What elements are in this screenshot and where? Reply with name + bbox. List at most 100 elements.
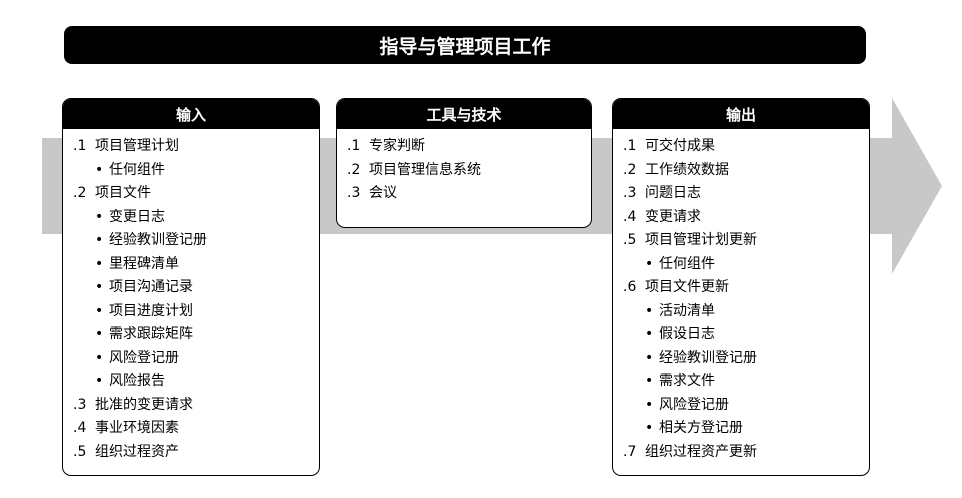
- bullet-icon: •: [645, 420, 654, 436]
- sub-list-item: • 风险报告: [73, 370, 319, 394]
- sub-list-item: • 经验教训登记册: [73, 229, 319, 253]
- item-label: 假设日志: [659, 326, 715, 342]
- bullet-icon: •: [645, 396, 654, 413]
- item-label: 可交付成果: [645, 138, 715, 154]
- bullet-icon: •: [95, 373, 104, 389]
- sub-list-item: • 需求文件: [623, 370, 869, 394]
- bullet-icon: •: [645, 255, 654, 272]
- sub-list-item: • 任何组件: [73, 159, 319, 183]
- list-item: .5 组织过程资产: [73, 441, 319, 465]
- item-label: 项目沟通记录: [109, 279, 193, 295]
- bullet-icon: •: [95, 208, 104, 225]
- item-number: .1: [347, 138, 361, 154]
- item-label: 批准的变更请求: [95, 396, 193, 413]
- tools-list: .1 专家判断 .2 项目管理信息系统 .3 会议: [337, 129, 591, 206]
- item-label: 风险登记册: [659, 396, 729, 413]
- list-item: .2 项目管理信息系统: [347, 159, 591, 183]
- item-label: 需求文件: [659, 373, 715, 389]
- item-label: 相关方登记册: [659, 420, 743, 436]
- sub-list-item: • 风险登记册: [73, 347, 319, 371]
- sub-list-item: • 活动清单: [623, 300, 869, 324]
- item-label: 专家判断: [369, 138, 425, 154]
- bullet-icon: •: [645, 302, 654, 319]
- item-number: .1: [623, 138, 637, 154]
- item-number: .5: [73, 443, 87, 460]
- item-label: 组织过程资产: [95, 443, 179, 460]
- item-label: 项目文件更新: [645, 279, 729, 295]
- item-label: 活动清单: [659, 302, 715, 319]
- bullet-icon: •: [645, 373, 654, 389]
- item-label: 问题日志: [645, 185, 701, 201]
- item-label: 变更日志: [109, 208, 165, 225]
- item-number: .3: [623, 185, 637, 201]
- bullet-icon: •: [95, 255, 104, 272]
- list-item: .1 专家判断: [347, 135, 591, 159]
- item-label: 项目管理计划: [95, 138, 179, 154]
- bullet-icon: •: [95, 161, 104, 178]
- item-label: 事业环境因素: [95, 420, 179, 436]
- bullet-icon: •: [645, 349, 654, 366]
- list-item: .4 事业环境因素: [73, 417, 319, 441]
- item-label: 经验教训登记册: [109, 232, 207, 248]
- list-item: .6 项目文件更新: [623, 276, 869, 300]
- item-number: .4: [73, 420, 87, 436]
- outputs-header: 输出: [613, 99, 869, 129]
- item-number: .2: [623, 161, 637, 178]
- process-title: 指导与管理项目工作: [64, 26, 866, 64]
- item-number: .3: [73, 396, 87, 413]
- item-number: .5: [623, 232, 637, 248]
- item-label: 任何组件: [659, 255, 715, 272]
- sub-list-item: • 项目沟通记录: [73, 276, 319, 300]
- item-number: .3: [347, 185, 361, 201]
- bullet-icon: •: [95, 232, 104, 248]
- sub-list-item: • 需求跟踪矩阵: [73, 323, 319, 347]
- inputs-header: 输入: [63, 99, 319, 129]
- sub-list-item: • 风险登记册: [623, 394, 869, 418]
- item-label: 任何组件: [109, 161, 165, 178]
- sub-list-item: • 里程碑清单: [73, 253, 319, 277]
- list-item: .3 批准的变更请求: [73, 394, 319, 418]
- list-item: .3 会议: [347, 182, 591, 206]
- item-label: 会议: [369, 185, 397, 201]
- item-number: .1: [73, 138, 87, 154]
- item-label: 风险登记册: [109, 349, 179, 366]
- item-label: 经验教训登记册: [659, 349, 757, 366]
- list-item: .4 变更请求: [623, 206, 869, 230]
- bullet-icon: •: [95, 302, 104, 319]
- item-label: 项目进度计划: [109, 302, 193, 319]
- list-item: .1 可交付成果: [623, 135, 869, 159]
- item-label: 工作绩效数据: [645, 161, 729, 178]
- item-label: 里程碑清单: [109, 255, 179, 272]
- item-number: .2: [73, 185, 87, 201]
- list-item: .3 问题日志: [623, 182, 869, 206]
- item-number: .4: [623, 208, 637, 225]
- bullet-icon: •: [645, 326, 654, 342]
- item-number: .7: [623, 443, 637, 460]
- item-label: 需求跟踪矩阵: [109, 326, 193, 342]
- sub-list-item: • 项目进度计划: [73, 300, 319, 324]
- bullet-icon: •: [95, 326, 104, 342]
- item-label: 组织过程资产更新: [645, 443, 757, 460]
- sub-list-item: • 假设日志: [623, 323, 869, 347]
- sub-list-item: • 变更日志: [73, 206, 319, 230]
- sub-list-item: • 任何组件: [623, 253, 869, 277]
- sub-list-item: • 相关方登记册: [623, 417, 869, 441]
- item-label: 项目管理信息系统: [369, 161, 481, 178]
- item-number: .6: [623, 279, 637, 295]
- bullet-icon: •: [95, 279, 104, 295]
- item-label: 风险报告: [109, 373, 165, 389]
- bullet-icon: •: [95, 349, 104, 366]
- list-item: .7 组织过程资产更新: [623, 441, 869, 465]
- tools-box: 工具与技术 .1 专家判断 .2 项目管理信息系统 .3 会议: [336, 98, 592, 228]
- list-item: .2 工作绩效数据: [623, 159, 869, 183]
- sub-list-item: • 经验教训登记册: [623, 347, 869, 371]
- tools-header: 工具与技术: [337, 99, 591, 129]
- item-number: .2: [347, 161, 361, 178]
- item-label: 变更请求: [645, 208, 701, 225]
